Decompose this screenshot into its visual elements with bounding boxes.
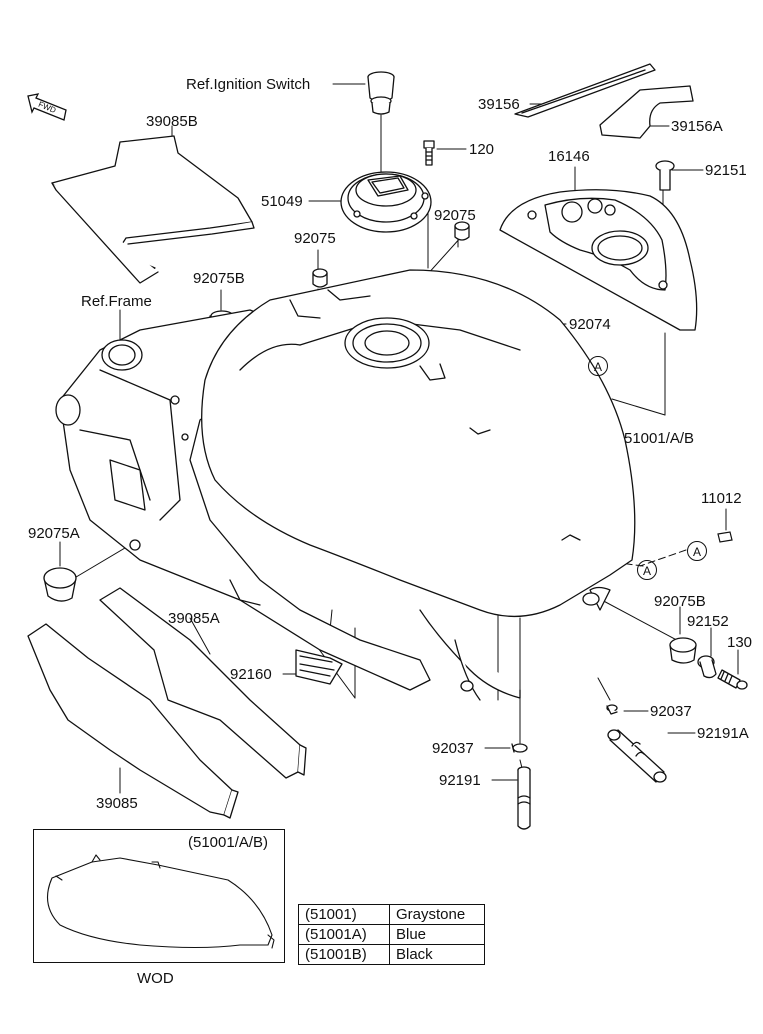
label-92037-left: 92037 bbox=[432, 740, 474, 757]
label-92075b-bottom: 92075B bbox=[654, 593, 706, 610]
label-92151: 92151 bbox=[705, 162, 747, 179]
label-92075a: 92075A bbox=[28, 525, 80, 542]
label-92037-right: 92037 bbox=[650, 703, 692, 720]
label-92075-left: 92075 bbox=[294, 230, 336, 247]
color-variant-table: (51001) Graystone (51001A) Blue (51001B)… bbox=[298, 904, 485, 965]
label-92075b-top: 92075B bbox=[193, 270, 245, 287]
label-16146: 16146 bbox=[548, 148, 590, 165]
ref-marker-a-tank: A bbox=[588, 356, 608, 376]
ignition-switch-cap bbox=[367, 71, 395, 115]
table-row: (51001B) Black bbox=[298, 944, 485, 965]
pad-39085a bbox=[99, 587, 307, 779]
wod-inset-title: (51001/A/B) bbox=[188, 834, 269, 851]
wod-caption: WOD bbox=[137, 970, 174, 987]
ref-marker-a-bottom: A bbox=[637, 560, 657, 580]
meter-housing-16146 bbox=[499, 189, 698, 331]
label-92074: 92074 bbox=[569, 316, 611, 333]
label-ref-frame: Ref.Frame bbox=[81, 293, 152, 310]
label-39156a: 39156A bbox=[671, 118, 723, 135]
part-11012 bbox=[717, 531, 733, 543]
color-name: Black bbox=[389, 944, 485, 965]
part-39085b-pad bbox=[51, 135, 255, 284]
grommet-92075b-bottom bbox=[669, 637, 697, 664]
table-row: (51001) Graystone bbox=[298, 904, 485, 925]
pipe-92191 bbox=[517, 766, 531, 830]
label-51049: 51049 bbox=[261, 193, 303, 210]
label-11012: 11012 bbox=[701, 490, 742, 507]
wod-tank-outline bbox=[46, 854, 275, 949]
clip-92037-left bbox=[511, 743, 528, 753]
part-39156a-pad bbox=[599, 85, 694, 139]
collar-92152 bbox=[697, 655, 717, 679]
bolt-92151 bbox=[655, 160, 675, 191]
grommet-92075-b bbox=[454, 221, 470, 241]
label-92191: 92191 bbox=[439, 772, 481, 789]
label-39085a: 39085A bbox=[168, 610, 220, 627]
label-120: 120 bbox=[469, 141, 495, 158]
fuel-tank-51001 bbox=[201, 269, 636, 701]
table-row: (51001A) Blue bbox=[298, 924, 485, 945]
frame bbox=[55, 309, 431, 691]
label-ref-ignition-switch: Ref.Ignition Switch bbox=[186, 76, 311, 93]
color-name: Blue bbox=[389, 924, 485, 945]
clip-92037-right bbox=[606, 704, 618, 715]
pipe-92191a bbox=[607, 729, 667, 783]
bracket-92160 bbox=[295, 649, 343, 685]
forward-direction-arrow: FWD bbox=[27, 93, 67, 121]
label-92075-right: 92075 bbox=[434, 207, 476, 224]
label-92191a: 92191A bbox=[697, 725, 749, 742]
ref-marker-a-11012: A bbox=[687, 541, 707, 561]
label-51001ab: 51001/A/B bbox=[624, 430, 695, 447]
label-92160: 92160 bbox=[230, 666, 272, 683]
grommet-92075-a bbox=[312, 268, 328, 288]
label-39156: 39156 bbox=[478, 96, 520, 113]
label-92152: 92152 bbox=[687, 613, 729, 630]
wod-inset-box: (51001/A/B) bbox=[33, 829, 285, 963]
color-name: Graystone bbox=[389, 904, 485, 925]
bolt-120 bbox=[423, 140, 435, 166]
color-code: (51001) bbox=[298, 904, 390, 925]
bolt-130 bbox=[717, 669, 748, 690]
label-39085b: 39085B bbox=[146, 113, 198, 130]
color-code: (51001A) bbox=[298, 924, 390, 945]
label-39085: 39085 bbox=[96, 795, 138, 812]
pad-39085 bbox=[27, 623, 239, 819]
part-39156-strip bbox=[514, 63, 656, 118]
cap-assembly-51049 bbox=[340, 171, 432, 233]
color-code: (51001B) bbox=[298, 944, 390, 965]
label-130: 130 bbox=[727, 634, 753, 651]
rubber-92075a bbox=[43, 567, 77, 602]
